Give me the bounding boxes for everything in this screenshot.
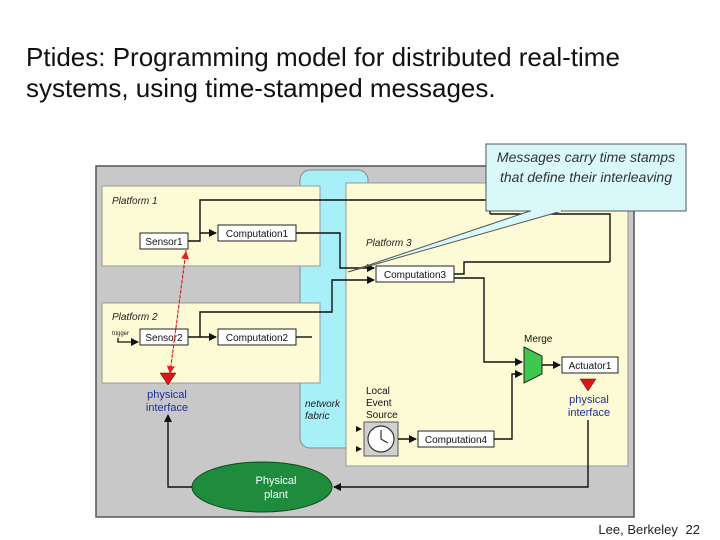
- actuator1-label: Actuator1: [569, 361, 612, 372]
- link-sensor1-computation1: [188, 229, 217, 242]
- footer-page-number: 22: [685, 522, 700, 537]
- computation4-label: Computation4: [425, 435, 488, 446]
- local-event-source-label-3: Source: [366, 410, 398, 421]
- clock-input-port-1: [356, 426, 362, 432]
- merge-label: Merge: [524, 334, 553, 345]
- physical-interface-right-marker: [579, 378, 597, 392]
- physical-interface-right-label-1: physical: [569, 394, 609, 406]
- link-sensor-physical-red-up: [169, 251, 190, 374]
- link-computation1-computation3: [296, 232, 375, 272]
- slide-title: Ptides: Programming model for distribute…: [26, 42, 706, 104]
- computation2-label: Computation2: [226, 333, 289, 344]
- trigger-label: trigger: [112, 331, 129, 337]
- platform-2-label: Platform 2: [112, 312, 158, 323]
- trigger-arrow: [117, 338, 139, 346]
- physical-plant-label-1: Physical: [256, 475, 297, 487]
- link-computation3-merge: [454, 277, 523, 366]
- slide-title-line2: systems, using time-stamped messages.: [26, 73, 496, 103]
- physical-plant[interactable]: [191, 461, 333, 513]
- slide-title-line1: Ptides: Programming model for distribute…: [26, 42, 620, 72]
- network-fabric-label-2: fabric: [305, 411, 329, 422]
- computation1-label: Computation1: [226, 229, 289, 240]
- physical-plant-label-2: plant: [264, 489, 288, 501]
- physical-interface-left-label-2: interface: [146, 402, 188, 414]
- sensor1-label: Sensor1: [145, 237, 183, 248]
- link-plant-right: [333, 420, 589, 491]
- sensor2-label: Sensor2: [145, 333, 183, 344]
- link-computation3-loop: [454, 261, 610, 275]
- merge-actor[interactable]: [523, 346, 543, 384]
- footer-author: Lee, Berkeley: [598, 522, 678, 537]
- callout-pointer-cover: [531, 206, 561, 212]
- platform-3-label: Platform 3: [366, 238, 412, 249]
- clock-hands: [380, 430, 389, 444]
- link-plant-left: [164, 414, 192, 488]
- callout-box: [485, 143, 687, 212]
- link-computation4-merge: [494, 370, 523, 440]
- computation3-label: Computation3: [384, 270, 447, 281]
- platform-1-label: Platform 1: [112, 196, 158, 207]
- link-sensor2-top: [199, 276, 375, 337]
- local-event-source-label-1: Local: [366, 386, 390, 397]
- network-fabric-label-1: network: [305, 399, 341, 410]
- physical-interface-left-label-1: physical: [147, 389, 187, 401]
- clock-input-port-2: [356, 446, 362, 452]
- local-event-source-label-2: Event: [366, 398, 392, 409]
- slide-footer: Lee, Berkeley 22: [594, 522, 700, 537]
- actuator1-box[interactable]: [561, 356, 619, 374]
- callout-text: Messages carry time stamps that define t…: [496, 149, 676, 185]
- physical-interface-right-label-2: interface: [568, 407, 610, 419]
